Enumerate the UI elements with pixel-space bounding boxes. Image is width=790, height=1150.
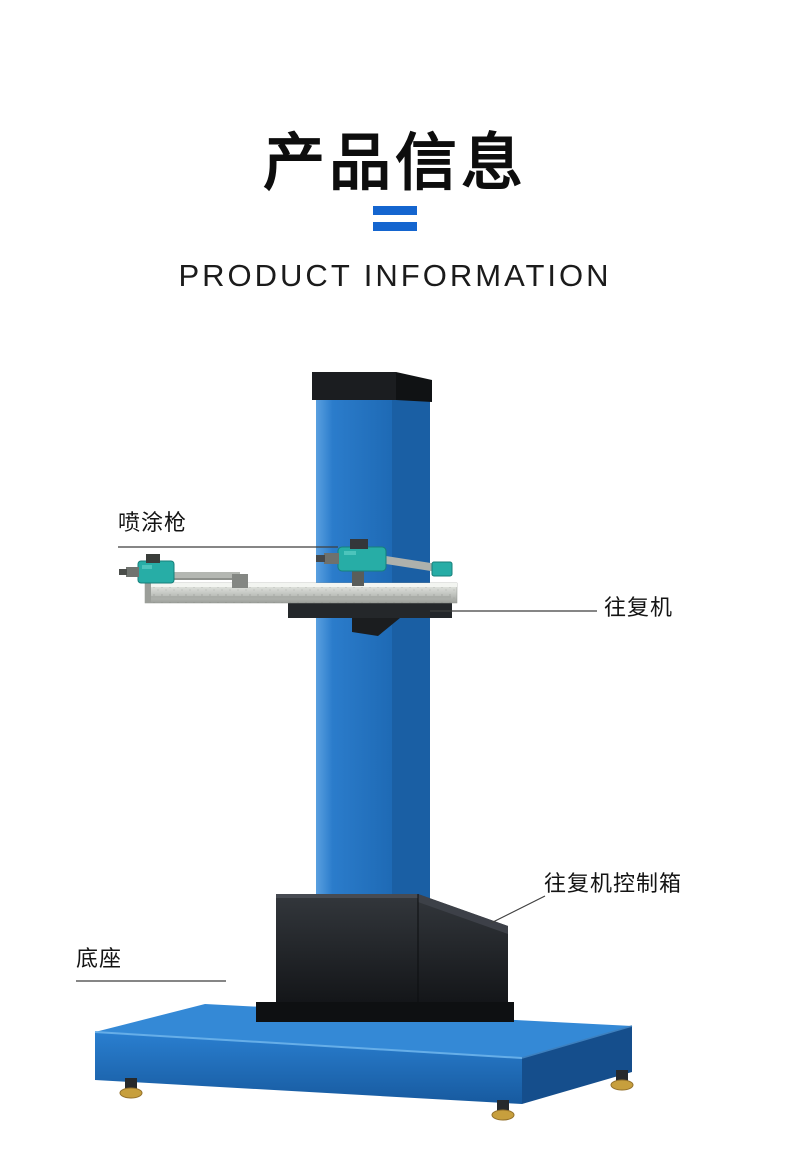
label-base: 底座	[76, 946, 123, 971]
divider-bar-top	[373, 206, 417, 215]
page-title-chinese: 产品信息	[262, 129, 527, 198]
callout-lines	[76, 546, 597, 982]
leveling-foot-center	[491, 1100, 515, 1121]
leveling-foot-right	[610, 1070, 634, 1091]
spray-gun-right-icon	[316, 539, 453, 586]
callout-line-control-box	[490, 895, 546, 924]
leveling-foot-left	[119, 1078, 143, 1099]
reciprocator-beam	[144, 582, 458, 636]
equals-divider	[373, 206, 417, 231]
divider-bar-bottom	[373, 222, 417, 231]
page-title-english: PRODUCT INFORMATION	[178, 258, 612, 293]
label-spray-gun: 喷涂枪	[118, 510, 188, 535]
machine-column	[312, 372, 432, 906]
control-box	[256, 894, 514, 1022]
label-control-box: 往复机控制箱	[544, 871, 683, 896]
machine-base	[94, 1004, 633, 1104]
spray-gun-left-icon	[119, 554, 248, 588]
label-reciprocator: 往复机	[604, 595, 674, 620]
